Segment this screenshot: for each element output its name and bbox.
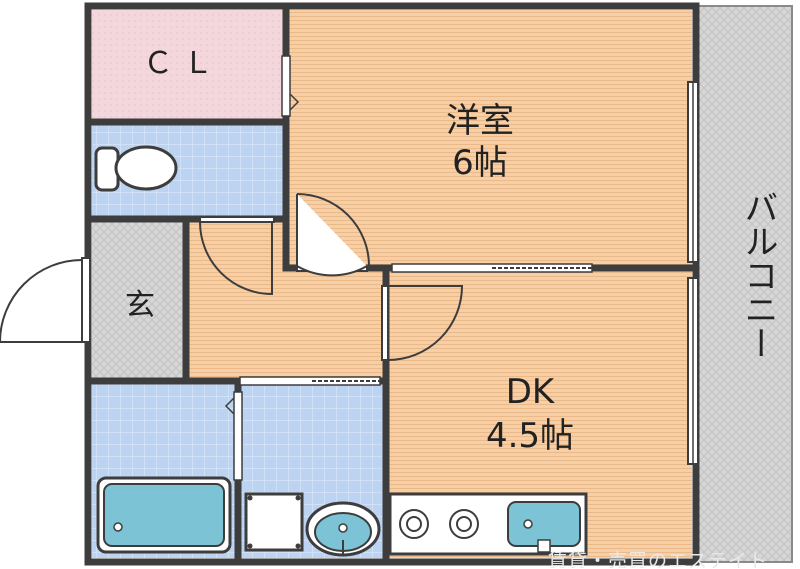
swing-door (0, 193, 464, 361)
watermark-text: 賃貸・売買のエステイト (548, 550, 769, 568)
balcony-floor (695, 5, 793, 563)
entrance-floor (92, 222, 184, 378)
toilet-fixture (94, 145, 178, 192)
balcony-label: バルコニー (738, 190, 778, 360)
dining-kitchen-label: DK 4.5帖 (450, 370, 610, 458)
bathtub-fixture (96, 476, 232, 554)
kitchen-counter (388, 492, 588, 556)
dining-kitchen-name: DK (505, 372, 555, 412)
bath-door (224, 391, 243, 481)
entrance-label: 玄 (125, 288, 155, 323)
western-room-label: 洋室 6帖 (400, 100, 560, 184)
closet-floor (92, 10, 284, 120)
closet-door (281, 55, 300, 117)
dining-kitchen-size: 4.5帖 (485, 416, 575, 456)
washing-machine-fixture (244, 492, 304, 552)
western-room-name: 洋室 (446, 101, 514, 141)
window (687, 81, 699, 465)
washbasin-fixture (305, 501, 381, 557)
western-room-size: 6帖 (452, 143, 508, 183)
stove-burner-icon (399, 509, 479, 539)
sliding-door (239, 263, 593, 386)
closet-label: ＣＬ (143, 46, 223, 81)
